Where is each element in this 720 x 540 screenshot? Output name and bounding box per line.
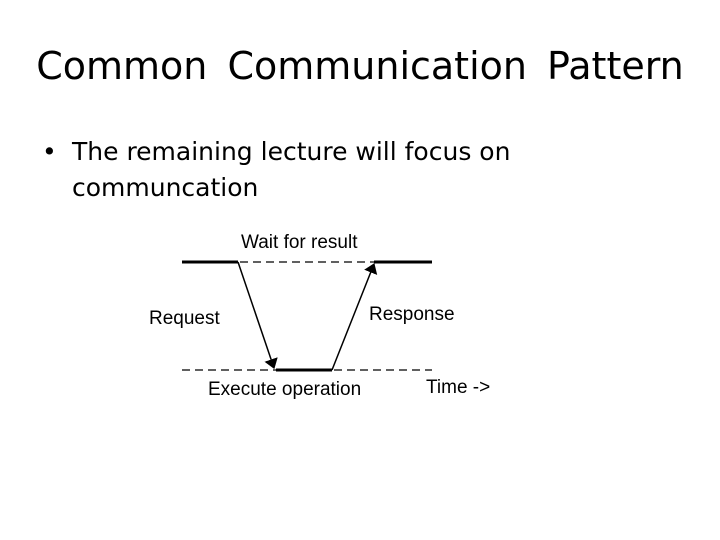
bullet-text: The remaining lecture will focus on comm…: [72, 137, 511, 202]
label-wait-for-result: Wait for result: [241, 232, 358, 253]
bullet-list: • The remaining lecture will focus on co…: [40, 134, 680, 206]
bullet-item: • The remaining lecture will focus on co…: [40, 134, 680, 206]
label-time-axis: Time ->: [426, 377, 490, 398]
request-arrow: [237, 261, 278, 369]
label-execute-operation: Execute operation: [208, 379, 361, 400]
slide-title: Common Communication Pattern: [36, 44, 684, 88]
response-arrow: [331, 263, 378, 371]
bullet-marker: •: [42, 137, 57, 166]
label-request: Request: [149, 308, 220, 329]
label-response: Response: [369, 304, 455, 325]
